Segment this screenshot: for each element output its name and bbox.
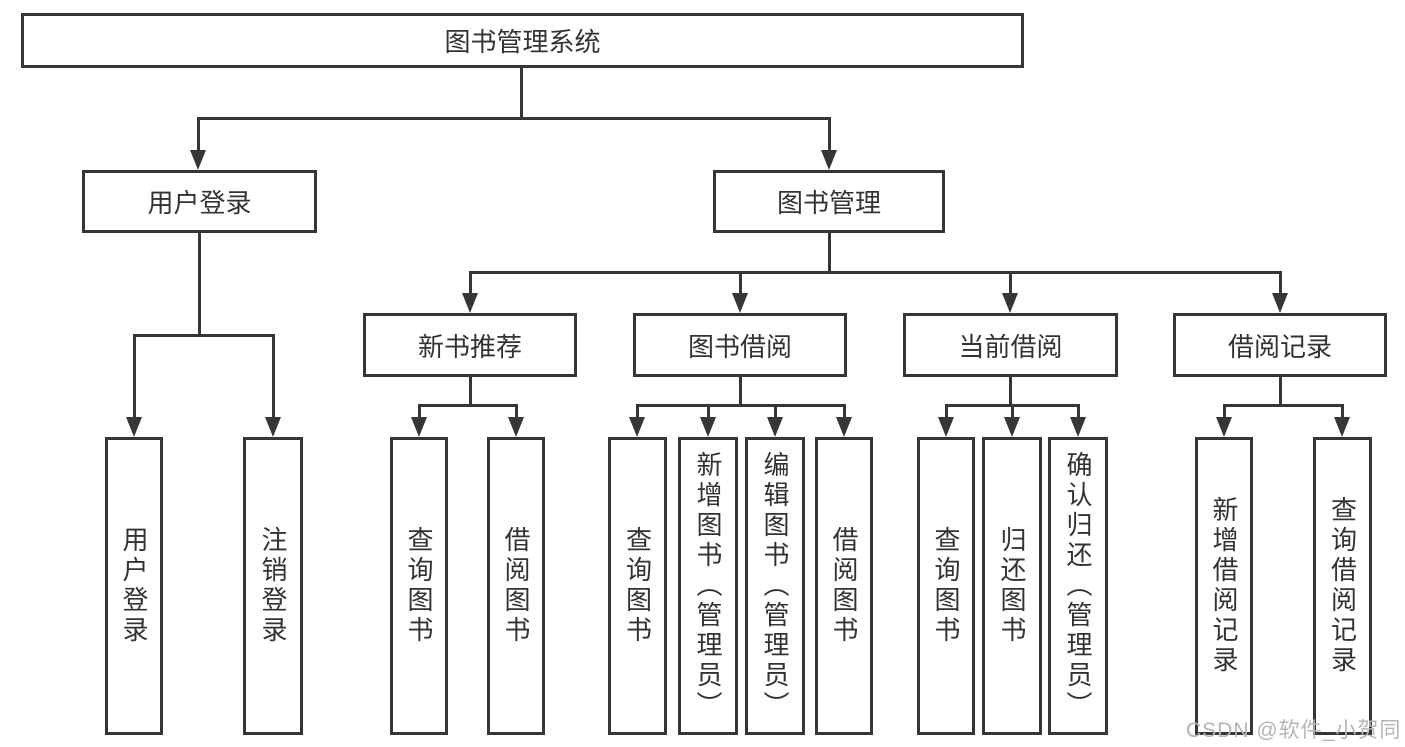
arrow-down-icon xyxy=(1334,417,1350,437)
connector-stem xyxy=(706,404,710,423)
connector-stem xyxy=(1008,271,1012,299)
leaf-label: 归还图书 xyxy=(997,526,1027,646)
connector-root-stem xyxy=(519,68,523,120)
leaf-label: 编辑图书（管理员） xyxy=(760,451,790,721)
node-root-system: 图书管理系统 xyxy=(21,13,1024,68)
connector-stem xyxy=(635,404,639,423)
node-book-management: 图书管理 xyxy=(713,170,945,233)
connector-stem xyxy=(196,117,200,155)
arrow-down-icon xyxy=(836,417,852,437)
connector-hbar xyxy=(635,404,846,407)
leaf-logout: 注销登录 xyxy=(243,437,303,735)
leaf-label: 借阅图书 xyxy=(829,526,859,646)
arrow-down-icon xyxy=(1002,293,1018,313)
node-borrow-records: 借阅记录 xyxy=(1173,313,1387,377)
connector-stem xyxy=(738,377,742,407)
arrow-down-icon xyxy=(767,417,783,437)
arrow-down-icon xyxy=(700,417,716,437)
node-label: 借阅记录 xyxy=(1227,331,1332,362)
leaf-borrow-books-recommend: 借阅图书 xyxy=(487,437,545,735)
connector-stem xyxy=(944,404,948,423)
connector-stem xyxy=(514,404,518,423)
arrow-down-icon xyxy=(1004,417,1020,437)
leaf-label: 查询图书 xyxy=(404,526,434,646)
node-book-borrow: 图书借阅 xyxy=(633,313,847,377)
leaf-query-books-borrow: 查询图书 xyxy=(608,437,667,735)
arrow-down-icon xyxy=(1070,417,1086,437)
watermark: CSDN @软件_小贺同学 xyxy=(1186,719,1402,742)
connector-stem xyxy=(827,117,831,155)
leaf-query-books-recommend: 查询图书 xyxy=(390,437,448,735)
node-current-borrow: 当前借阅 xyxy=(903,313,1118,377)
node-label: 图书管理 xyxy=(776,188,881,218)
leaf-add-borrow-record: 新增借阅记录 xyxy=(1195,437,1253,735)
leaf-user-login: 用户登录 xyxy=(105,437,163,735)
arrow-down-icon xyxy=(821,150,837,170)
connector-stem xyxy=(1076,404,1080,423)
arrow-down-icon xyxy=(462,293,478,313)
connector-stem xyxy=(1010,404,1014,423)
node-label: 图书借阅 xyxy=(687,331,792,362)
node-label: 图书管理系统 xyxy=(444,27,601,57)
connector-stem xyxy=(1340,404,1344,423)
leaf-label: 注销登录 xyxy=(258,526,288,646)
node-label: 当前借阅 xyxy=(958,331,1063,362)
connector-stem xyxy=(1222,404,1226,423)
connector-hbar xyxy=(132,334,275,337)
connector-stem xyxy=(1278,271,1282,299)
arrow-down-icon xyxy=(265,417,281,437)
leaf-label: 用户登录 xyxy=(119,526,149,646)
arrow-down-icon xyxy=(126,417,142,437)
leaf-label: 新增借阅记录 xyxy=(1209,496,1239,676)
leaf-confirm-return-admin: 确认归还（管理员） xyxy=(1048,437,1108,735)
arrow-down-icon xyxy=(1272,293,1288,313)
connector-stem xyxy=(827,233,831,274)
connector-hbar xyxy=(1222,404,1344,407)
arrow-down-icon xyxy=(732,293,748,313)
leaf-query-books-current: 查询图书 xyxy=(917,437,975,735)
leaf-label: 查询图书 xyxy=(931,526,961,646)
connector-hbar xyxy=(468,271,1282,274)
leaf-label: 查询图书 xyxy=(622,526,653,646)
leaf-label: 新增图书（管理员） xyxy=(693,451,723,721)
connector-stem xyxy=(842,404,846,423)
arrow-down-icon xyxy=(938,417,954,437)
node-new-book-recommend: 新书推荐 xyxy=(363,313,577,377)
connector-stem xyxy=(132,334,136,423)
leaf-edit-book-admin: 编辑图书（管理员） xyxy=(745,437,805,735)
leaf-borrow-books: 借阅图书 xyxy=(815,437,873,735)
connector-stem xyxy=(773,404,777,423)
connector-stem xyxy=(468,377,472,407)
connector-stem xyxy=(1008,377,1012,407)
connector-stem xyxy=(468,271,472,299)
leaf-label: 借阅图书 xyxy=(501,526,531,646)
leaf-label: 确认归还（管理员） xyxy=(1063,451,1093,721)
node-label: 新书推荐 xyxy=(417,331,522,362)
leaf-return-books: 归还图书 xyxy=(982,437,1042,735)
connector-stem xyxy=(1278,377,1282,407)
arrow-down-icon xyxy=(629,417,645,437)
arrow-down-icon xyxy=(1216,417,1232,437)
node-label: 用户登录 xyxy=(147,188,252,218)
leaf-query-borrow-record: 查询借阅记录 xyxy=(1313,437,1372,735)
arrow-down-icon xyxy=(411,417,427,437)
leaf-label: 查询借阅记录 xyxy=(1327,496,1358,676)
connector-stem xyxy=(197,233,201,337)
connector-stem xyxy=(271,334,275,423)
arrow-down-icon xyxy=(508,417,524,437)
connector-stem xyxy=(417,404,421,423)
connector-root-hbar xyxy=(196,117,831,120)
arrow-down-icon xyxy=(190,150,206,170)
connector-stem xyxy=(738,271,742,299)
node-user-login: 用户登录 xyxy=(82,170,317,233)
leaf-add-book-admin: 新增图书（管理员） xyxy=(678,437,738,735)
connector-hbar xyxy=(417,404,518,407)
